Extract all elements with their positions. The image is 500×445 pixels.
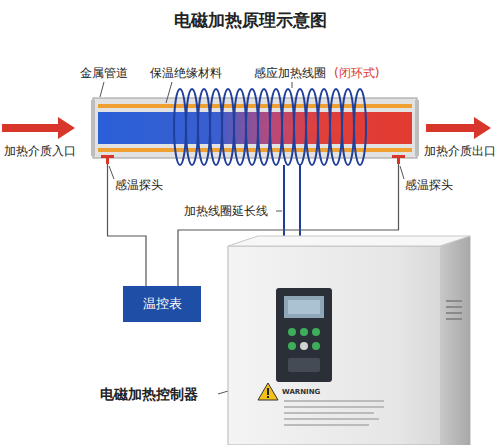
part-label: 感温探头 [115, 178, 163, 192]
part-label: 保温绝缘材料 [150, 66, 222, 80]
induction-coil [174, 89, 366, 165]
controller-cabinet [228, 236, 470, 445]
flow-label: 加热介质出口 [424, 144, 496, 158]
box-text: 温控表 [143, 296, 182, 312]
temp-probe [101, 155, 405, 164]
part-label: 加热线圈延长线 [184, 204, 268, 218]
part-label: 金属管道 [80, 66, 128, 80]
warning-text: WARNING [282, 388, 320, 396]
part-label: 电磁加热控制器 [100, 386, 198, 403]
part-label: 感温探头 [405, 178, 453, 192]
note-label: (闭环式) [334, 66, 379, 80]
part-label: 感应加热线圈 [254, 66, 326, 80]
controller-box: 温控表 [123, 286, 201, 322]
diagram-title: 电磁加热原理示意图 [0, 9, 500, 31]
coil-lead [284, 165, 300, 246]
flow-label: 加热介质入口 [4, 144, 76, 158]
metal-pipe [91, 98, 419, 158]
